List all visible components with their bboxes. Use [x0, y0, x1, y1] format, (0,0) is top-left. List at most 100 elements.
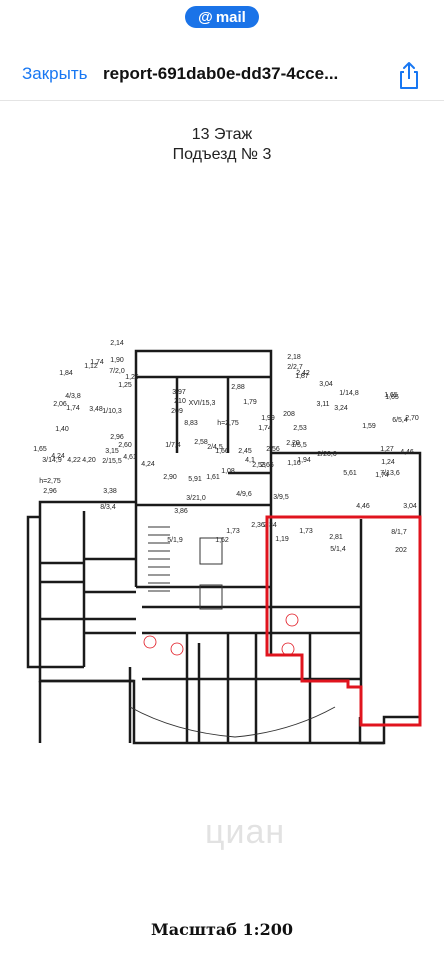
plan-label: 1,65	[384, 392, 398, 399]
plan-label: 3,97	[172, 389, 186, 396]
plan-label: 1,12	[84, 363, 98, 370]
plan-label: 2,70	[405, 415, 419, 422]
plan-label: 3,15	[105, 448, 119, 455]
plan-label: 2,60	[118, 442, 132, 449]
plan-label: 3,38	[103, 488, 117, 495]
plan-label: 6/5,4	[392, 417, 408, 424]
apartment-door-marker	[170, 642, 184, 656]
floor-plan: XIII/9,02,51XII/4,5XIV/4,4XI/18,22,341,9…	[26, 340, 422, 745]
plan-label: 3,24	[334, 405, 348, 412]
plan-label: 8/3,4	[100, 504, 116, 511]
plan-label: 1,74	[90, 359, 104, 366]
plan-label: 1,94	[297, 457, 311, 464]
plan-label: 1,84	[59, 370, 73, 377]
plan-label: 209	[171, 408, 183, 415]
plan-label: 1,73	[299, 528, 313, 535]
apartment-door-marker	[285, 613, 299, 627]
plan-label: 1,61	[206, 474, 220, 481]
plan-label: 1,62	[215, 537, 229, 544]
floor-number: 13 Этаж	[191, 126, 253, 143]
plan-label: 5/1,4	[330, 546, 346, 553]
plan-wall	[38, 679, 134, 743]
plan-label: 4,61	[123, 454, 137, 461]
plan-label: 4/9,6	[236, 491, 252, 498]
plan-label: 2,88	[231, 384, 245, 391]
plan-label: 1/14,8	[339, 390, 359, 397]
plan-label: 2/15,5	[102, 458, 122, 465]
plan-label: 1,65	[385, 394, 399, 401]
plan-label: 2,96	[43, 488, 57, 495]
plan-label: 1,90	[110, 357, 124, 364]
plan-label: 7/2,0	[109, 368, 125, 375]
plan-label: 4,46	[356, 503, 370, 510]
plan-label: 4,24	[141, 461, 155, 468]
plan-label: 1,74	[375, 472, 389, 479]
plan-label: 2,14	[110, 340, 124, 347]
plan-label: 5,91	[188, 476, 202, 483]
plan-label: 208	[283, 411, 295, 418]
plan-label: 2,66	[260, 462, 274, 469]
plan-label: 1/7,4	[165, 442, 181, 449]
plan-label: 2,96	[110, 434, 124, 441]
plan-label: 210	[174, 398, 186, 405]
plan-label: 2,34	[263, 522, 277, 529]
plan-label: 2,58	[194, 439, 208, 446]
plan-label: 2,56	[266, 446, 280, 453]
plan-label: 1,66	[215, 448, 229, 455]
plan-label: 1,74	[258, 425, 272, 432]
scale-label: Масштаб 1:200	[151, 920, 293, 939]
plan-label: 2,45	[238, 448, 252, 455]
plan-label: 1,25	[118, 382, 132, 389]
plan-label: 2,81	[329, 534, 343, 541]
plan-label: 4/3,8	[65, 393, 81, 400]
plan-label: 4,22	[67, 457, 81, 464]
close-button[interactable]: Закрыть	[22, 64, 88, 83]
plan-label: 4,20	[82, 457, 96, 464]
plan-label: 3/21,0	[186, 495, 206, 502]
elevator-shaft	[199, 537, 223, 565]
plan-label: 2,20	[286, 440, 300, 447]
plan-label: 3,11	[316, 401, 329, 408]
plan-label: 1,79	[243, 399, 257, 406]
plan-label: 5/1,9	[167, 537, 183, 544]
plan-label: 1,59	[362, 423, 376, 430]
plan-label: h=2,75	[217, 420, 239, 427]
plan-label: 8/1,7	[391, 529, 407, 536]
elevator-shaft	[199, 584, 223, 610]
share-button[interactable]	[396, 60, 422, 90]
plan-label: 1,27	[380, 446, 394, 453]
plan-label: 2,42	[296, 370, 310, 377]
plan-label: 1/10,3	[102, 408, 122, 415]
plan-label: 4,1	[245, 457, 255, 464]
plan-label: 1,26	[125, 374, 139, 381]
plan-label: 8,83	[184, 420, 198, 427]
plan-label: 3/9,5	[273, 494, 289, 501]
plan-label: 1,40	[55, 426, 69, 433]
plan-label: 2/2,7	[287, 364, 303, 371]
mail-badge[interactable]: @ mail	[185, 6, 259, 28]
plan-label: 1/5,5	[291, 442, 307, 449]
plan-label: 1,24	[381, 459, 395, 466]
plan-label: 1,73	[226, 528, 240, 535]
plan-label: 2,36	[251, 522, 265, 529]
plan-label: 3,04	[403, 503, 417, 510]
plan-label: 3/14,9	[42, 457, 62, 464]
plan-label: 1,16	[287, 460, 301, 467]
plan-label: h=2,75	[39, 478, 61, 485]
apartment-door-marker	[281, 642, 295, 656]
plan-label: 1,19	[275, 536, 289, 543]
plan-label: 2,06	[53, 401, 67, 408]
share-icon	[400, 62, 418, 89]
plan-label: 1,08	[221, 468, 235, 475]
plan-label: 1,99	[261, 415, 275, 422]
plan-label: 3,86	[174, 508, 188, 515]
plan-label: 202	[395, 547, 407, 554]
watermark: циан	[205, 813, 286, 851]
plan-label: 2/20,0	[317, 451, 337, 458]
plan-label: 1,87	[295, 373, 309, 380]
at-icon: @	[198, 8, 213, 26]
plan-label: 2,53	[293, 425, 307, 432]
plan-label: 3,48	[89, 406, 103, 413]
bay-window	[129, 706, 336, 738]
document-page[interactable]: 13 Этаж Подъезд № 3 XIII/9,02,51XII/4,5X…	[0, 101, 444, 960]
